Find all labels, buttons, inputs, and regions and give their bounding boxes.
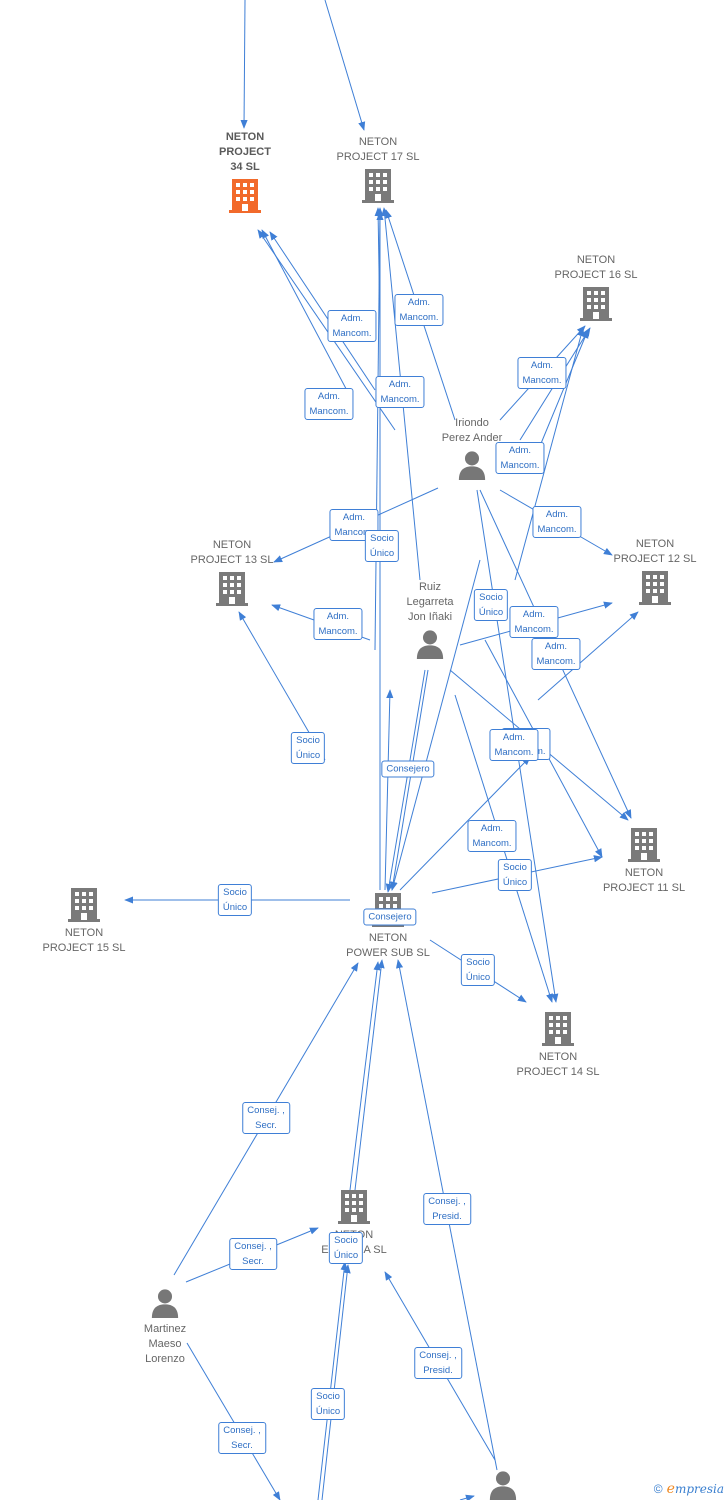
- edge-line: [321, 1264, 351, 1500]
- node-label: NETON PROJECT 17 SL: [336, 136, 420, 163]
- edge-label[interactable]: Socio Único: [473, 589, 509, 621]
- edge-label[interactable]: Adm. Mancom.: [375, 376, 425, 408]
- edge-line: [459, 1494, 475, 1500]
- edge-line: [537, 611, 639, 701]
- edge-label[interactable]: Adm. Mancom.: [532, 506, 582, 538]
- edge-label[interactable]: Adm. Mancom.: [304, 388, 354, 420]
- person-icon[interactable]: [416, 630, 444, 659]
- edge-line: [374, 207, 384, 651]
- edge-line: [354, 959, 385, 1191]
- building-icon[interactable]: [362, 169, 394, 203]
- person-node-mml[interactable]: Martinez Maeso Lorenzo: [110, 1322, 220, 1367]
- edge-line: [384, 689, 394, 891]
- edge-line: [240, 0, 248, 129]
- node-label: NETON POWER SUB SL: [346, 932, 430, 959]
- edge-line: [324, 0, 366, 131]
- company-node-np12[interactable]: NETON PROJECT 12 SL: [600, 537, 710, 567]
- edge-label[interactable]: Consej. , Presid.: [414, 1347, 462, 1379]
- building-icon[interactable]: [639, 571, 671, 605]
- edge-label[interactable]: Adm. Mancom.: [517, 357, 567, 389]
- node-label: NETON PROJECT 15 SL: [42, 927, 126, 954]
- edge-label[interactable]: Adm. Mancom.: [313, 608, 363, 640]
- edge-label[interactable]: Socio Único: [328, 1232, 364, 1264]
- node-label: Martinez Maeso Lorenzo: [143, 1323, 187, 1365]
- edge-label[interactable]: Socio Único: [364, 530, 400, 562]
- person-icon[interactable]: [151, 1289, 179, 1318]
- company-node-np16[interactable]: NETON PROJECT 16 SL: [541, 253, 651, 283]
- edge-line: [399, 756, 531, 891]
- edge-label[interactable]: Consejero: [381, 760, 435, 778]
- edge-label[interactable]: Adm. Mancom.: [489, 729, 539, 761]
- brand-logo: empresia: [666, 1481, 724, 1497]
- edge-label[interactable]: Socio Único: [310, 1388, 346, 1420]
- node-label: NETON PROJECT 34 SL: [219, 131, 271, 173]
- edge-label[interactable]: Adm. Mancom.: [531, 638, 581, 670]
- edge-line: [186, 1342, 281, 1500]
- edge-label[interactable]: Consej. , Secr.: [229, 1238, 277, 1270]
- node-label: Ruiz Legarreta Jon Iñaki: [406, 581, 454, 623]
- edge-label[interactable]: Adm. Mancom.: [509, 606, 559, 638]
- edge-label[interactable]: Consej. , Secr.: [242, 1102, 290, 1134]
- edge-label[interactable]: Consejero: [363, 908, 417, 926]
- building-icon[interactable]: [542, 1012, 574, 1046]
- company-node-np14[interactable]: NETON PROJECT 14 SL: [503, 1050, 613, 1080]
- person-icon[interactable]: [458, 451, 486, 480]
- node-label: NETON PROJECT 11 SL: [602, 867, 686, 894]
- edge-line: [390, 559, 481, 891]
- building-icon[interactable]: [229, 179, 261, 213]
- node-label: NETON PROJECT 13 SL: [190, 539, 274, 566]
- building-icon[interactable]: [216, 572, 248, 606]
- copyright-symbol: ©: [653, 1482, 663, 1496]
- edge-line: [389, 669, 429, 891]
- edge-label[interactable]: Socio Único: [497, 859, 533, 891]
- company-node-np15[interactable]: NETON PROJECT 15 SL: [29, 926, 139, 956]
- person-node-rlj[interactable]: Ruiz Legarreta Jon Iñaki: [375, 580, 485, 625]
- edge-label[interactable]: Socio Único: [460, 954, 496, 986]
- company-node-np17[interactable]: NETON PROJECT 17 SL: [323, 135, 433, 165]
- edge-label[interactable]: Socio Único: [217, 884, 253, 916]
- edge-line: [385, 669, 426, 893]
- edge-label[interactable]: Consej. , Secr.: [218, 1422, 266, 1454]
- node-label: NETON PROJECT 14 SL: [516, 1051, 600, 1078]
- building-icon[interactable]: [338, 1190, 370, 1224]
- node-label: NETON PROJECT 12 SL: [613, 538, 697, 565]
- edge-line: [257, 229, 396, 431]
- edge-label[interactable]: Adm. Mancom.: [495, 442, 545, 474]
- edge-label[interactable]: Socio Único: [290, 732, 326, 764]
- node-icons: [68, 169, 671, 1500]
- edge-line: [317, 1261, 348, 1500]
- edge-label[interactable]: Adm. Mancom.: [327, 310, 377, 342]
- edges: [124, 0, 639, 1500]
- company-node-np13[interactable]: NETON PROJECT 13 SL: [177, 538, 287, 568]
- edge-label[interactable]: Consej. , Presid.: [423, 1193, 471, 1225]
- node-label: Iriondo Perez Ander: [441, 417, 503, 444]
- building-icon[interactable]: [628, 828, 660, 862]
- company-node-np11[interactable]: NETON PROJECT 11 SL: [589, 866, 699, 896]
- person-icon[interactable]: [489, 1471, 517, 1500]
- edge-line: [349, 961, 381, 1191]
- footer-brand: ©empresia: [654, 1481, 724, 1497]
- company-node-nps[interactable]: NETON POWER SUB SL: [333, 931, 443, 961]
- company-node-np34[interactable]: NETON PROJECT 34 SL: [190, 130, 300, 175]
- edge-label[interactable]: Adm. Mancom.: [467, 820, 517, 852]
- edge-label[interactable]: Adm. Mancom.: [394, 294, 444, 326]
- edge-line: [269, 231, 376, 391]
- node-label: NETON PROJECT 16 SL: [554, 254, 638, 281]
- person-node-ipa[interactable]: Iriondo Perez Ander: [417, 416, 527, 446]
- building-icon[interactable]: [580, 287, 612, 321]
- building-icon[interactable]: [68, 888, 100, 922]
